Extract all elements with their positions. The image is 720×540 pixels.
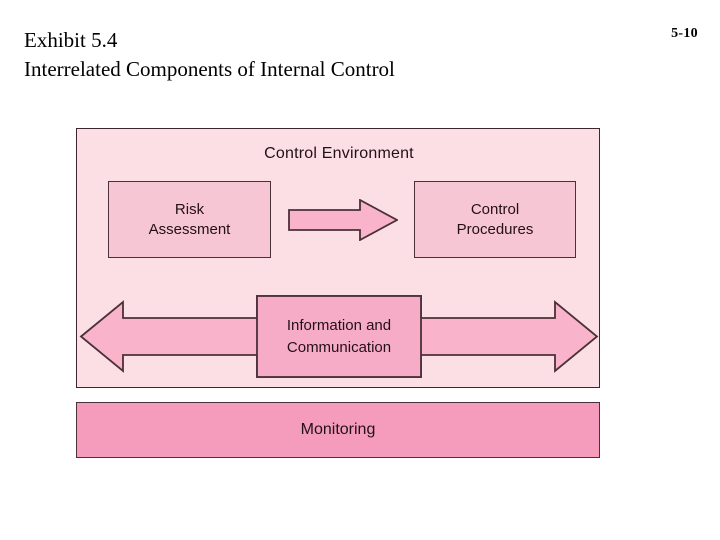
page-number: 5-10 — [671, 26, 698, 41]
flow-arrow-right-icon — [288, 199, 398, 241]
risk-assessment-box: Risk Assessment — [108, 181, 271, 258]
information-communication-arrow-icon — [79, 295, 599, 378]
control-environment-label: Control Environment — [264, 145, 414, 162]
control-procedures-box: Control Procedures — [414, 181, 576, 258]
control-environment-container: Control Environment Risk Assessment Cont… — [76, 128, 600, 388]
monitoring-box: Monitoring — [76, 402, 600, 458]
internal-control-diagram: Control Environment Risk Assessment Cont… — [76, 128, 600, 458]
page-title: Exhibit 5.4 Interrelated Components of I… — [24, 28, 395, 81]
